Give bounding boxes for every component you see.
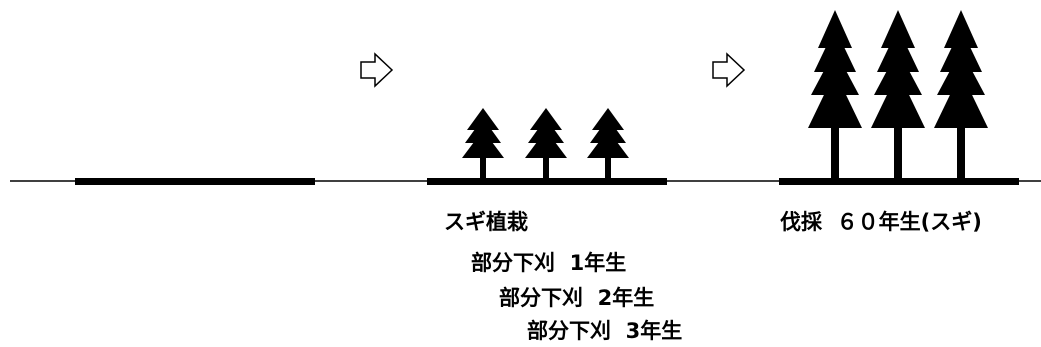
label-harvest: 伐採 ６０年生(スギ) <box>780 210 982 234</box>
hollow-right-arrow-icon <box>360 52 394 88</box>
label-weeding-year3: 部分下刈 3年生 <box>527 319 683 343</box>
hollow-right-arrow-icon <box>712 52 746 88</box>
conifer-tree-icon-small-2 <box>525 108 567 179</box>
label-weeding-year2: 部分下刈 2年生 <box>499 286 655 310</box>
ground-segment-planting <box>427 178 667 185</box>
conifer-tree-icon-small-3 <box>587 108 629 179</box>
conifer-tree-icon-small-1 <box>462 108 504 179</box>
conifer-tree-icon-large-1 <box>808 10 862 179</box>
ground-segment-harvest <box>779 178 1019 185</box>
ground-segment-before <box>75 178 315 185</box>
label-weeding-year1: 部分下刈 1年生 <box>471 251 627 275</box>
conifer-tree-icon-large-3 <box>934 10 988 179</box>
label-planting: スギ植栽 <box>444 210 528 234</box>
conifer-tree-icon-large-2 <box>871 10 925 179</box>
